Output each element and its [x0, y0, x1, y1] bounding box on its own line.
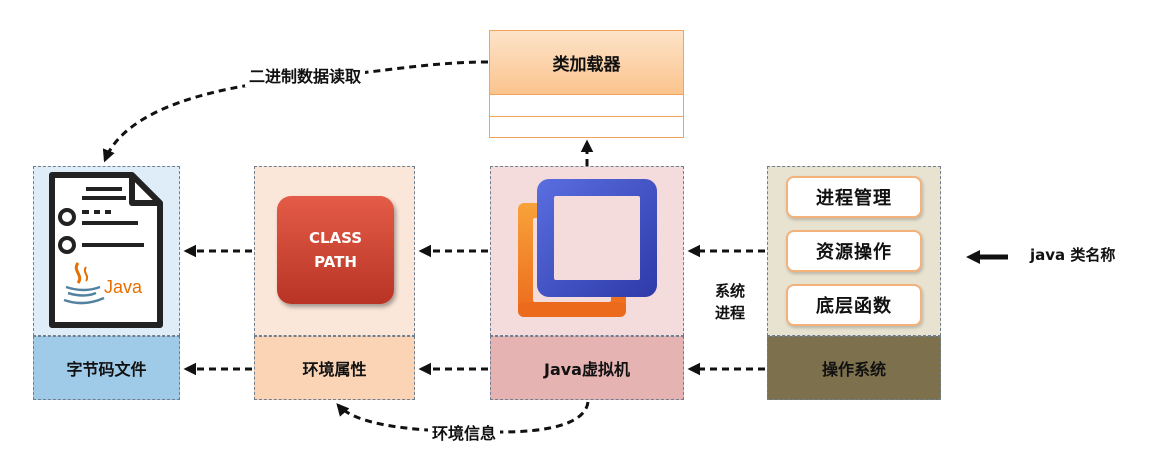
- system-process-line2: 进程: [714, 304, 745, 322]
- bytecode-file-label: 字节码文件: [33, 336, 180, 400]
- env-info-arrow: [336, 401, 590, 434]
- classpath-line1: CLASS: [308, 229, 363, 247]
- jvm-panel: [490, 166, 684, 336]
- class-loader-row: [490, 94, 683, 117]
- class-loader-box: 类加载器: [489, 30, 684, 138]
- system-process-label: 系统 进程: [700, 280, 760, 324]
- bytecode-panel: Java: [33, 166, 180, 336]
- resource-operation-item: 资源操作: [786, 230, 922, 272]
- class-loader-row: [490, 116, 683, 138]
- classpath-box: CLASS PATH: [277, 196, 394, 304]
- class-loader-title: 类加载器: [490, 31, 683, 95]
- classpath-line2: PATH: [314, 253, 357, 271]
- environment-attributes-label: 环境属性: [254, 336, 415, 400]
- binary-read-label: 二进制数据读取: [245, 63, 366, 87]
- java-command-label: java 类名称: [1030, 246, 1116, 264]
- java-document-icon: Java: [49, 172, 163, 328]
- operating-system-label: 操作系统: [767, 336, 941, 400]
- jvm-label: Java虚拟机: [490, 336, 684, 400]
- system-process-line1: 系统: [714, 282, 745, 300]
- env-info-label: 环境信息: [428, 420, 501, 444]
- low-level-function-item: 底层函数: [786, 284, 922, 326]
- jvm-logo-icon: [518, 179, 657, 317]
- process-management-item: 进程管理: [786, 176, 922, 218]
- binary-read-arrow: [102, 60, 489, 163]
- java-command-arrow: [966, 250, 1008, 264]
- java-logo-text: Java: [104, 277, 143, 297]
